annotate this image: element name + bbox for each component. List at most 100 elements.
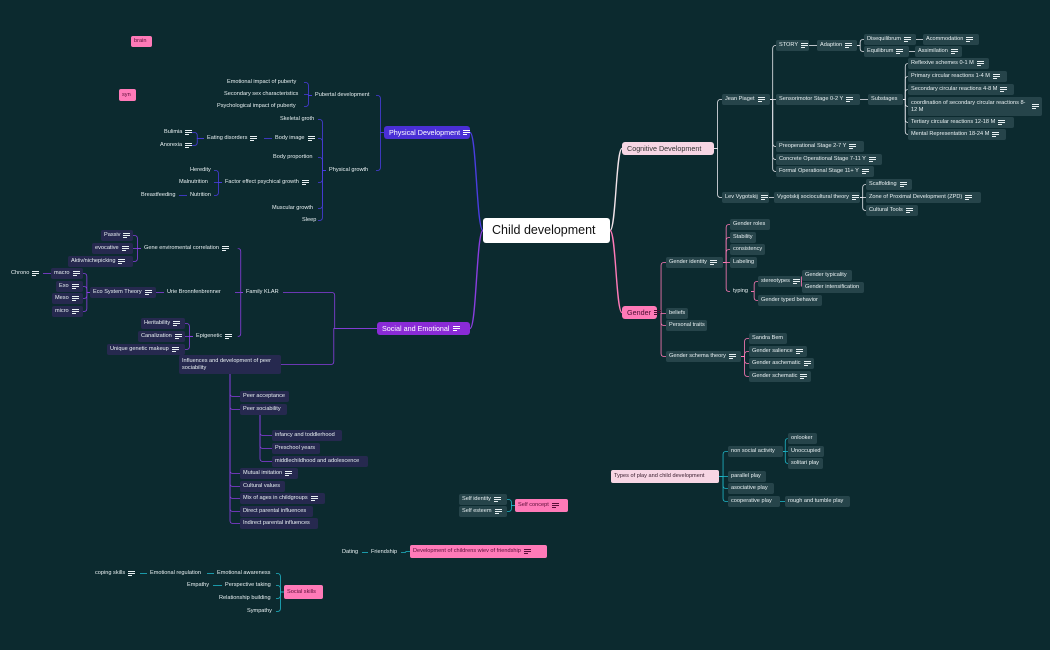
- node-unoccup[interactable]: Unoccupied: [788, 446, 824, 457]
- node-beliefs[interactable]: beliefs: [666, 308, 688, 319]
- node-phgrowth[interactable]: Physical growth: [326, 165, 376, 176]
- node-formal[interactable]: Formal Operational Stage 11+ Y: [776, 166, 874, 177]
- node-zpd[interactable]: Zone of Proximal Development (ZPD): [866, 192, 981, 203]
- node-urie[interactable]: Urie Bronnfenbrenner: [164, 287, 235, 298]
- node-mental[interactable]: Mental Representation 18-24 M: [908, 129, 1006, 140]
- node-solitari[interactable]: solitari play: [788, 458, 823, 469]
- node-cultural[interactable]: Cultural values: [240, 481, 285, 492]
- node-genschema[interactable]: Gender schema theory: [666, 351, 741, 362]
- node-herit[interactable]: Heritability: [141, 318, 185, 329]
- node-syn[interactable]: syn: [119, 89, 136, 101]
- node-puber[interactable]: Pubertal development: [312, 90, 376, 101]
- node-exo[interactable]: Exo: [56, 281, 83, 292]
- node-perstraits[interactable]: Personal traits: [666, 320, 707, 331]
- node-geneenv[interactable]: Gene enviromental correlation: [141, 243, 238, 254]
- node-ecosys[interactable]: Eco System Theory: [90, 287, 156, 298]
- node-emoaware[interactable]: Emotional awareness: [214, 568, 276, 579]
- node-gsalience[interactable]: Gender salience: [749, 346, 807, 357]
- node-emoreg[interactable]: Emotional regulation: [147, 568, 207, 579]
- node-sec-sex[interactable]: Secondary sex characteristics: [221, 89, 304, 100]
- node-skel[interactable]: Skeletal groth: [277, 114, 318, 125]
- node-tertiary[interactable]: Tertiary circular reactions 12-18 M: [908, 117, 1014, 128]
- node-brain[interactable]: brain: [131, 36, 152, 47]
- node-substages[interactable]: Substages: [868, 94, 903, 105]
- node-aktiv[interactable]: Aktiv/nichepicking: [68, 256, 133, 267]
- node-peersoc[interactable]: Peer sociability: [240, 404, 287, 415]
- node-diseq[interactable]: Disequilibrum: [864, 34, 916, 45]
- node-genident[interactable]: Gender identity: [666, 257, 723, 268]
- node-gtypic[interactable]: Gender typicality: [802, 270, 852, 281]
- node-piaget[interactable]: Jean Piaget: [722, 94, 770, 105]
- node-scaff[interactable]: Scaffolding: [866, 179, 912, 190]
- node-coop[interactable]: cooperative play: [728, 496, 780, 507]
- node-assoc[interactable]: asociative play: [728, 483, 774, 494]
- node-muscular[interactable]: Muscular growth: [269, 203, 318, 214]
- node-sandra[interactable]: Sandra Bem: [749, 333, 787, 344]
- node-gschem[interactable]: Gender schematic: [749, 371, 811, 382]
- node-evocative[interactable]: evocative: [92, 243, 133, 254]
- node-vygtheory[interactable]: Vygotskij sociocultural theory: [774, 192, 860, 203]
- node-gtyped[interactable]: Gender typed behavior: [758, 295, 822, 306]
- node-peeracc[interactable]: Peer acceptance: [240, 391, 289, 402]
- node-presch[interactable]: Preschool years: [272, 443, 320, 454]
- node-onlooker[interactable]: onlooker: [788, 433, 817, 444]
- node-friend[interactable]: Friendship: [368, 547, 401, 558]
- node-sympathy[interactable]: Sympathy: [244, 606, 276, 617]
- node-social[interactable]: Social and Emotional: [377, 322, 470, 335]
- node-micro[interactable]: micro: [52, 306, 83, 317]
- node-directp[interactable]: Direct parental influences: [240, 506, 313, 517]
- node-equil[interactable]: Equilibrum: [864, 46, 909, 57]
- node-cognitive[interactable]: Cognitive Development: [622, 142, 714, 155]
- node-reflex[interactable]: Reflexive schemes 0-1 M: [908, 58, 989, 69]
- node-genroles[interactable]: Gender roles: [730, 219, 770, 230]
- node-coping[interactable]: coping skills: [92, 568, 140, 579]
- node-uniq[interactable]: Unique genetic makeup: [107, 344, 185, 355]
- node-heredity[interactable]: Heredity: [187, 165, 214, 176]
- node-gintens[interactable]: Gender intensification: [802, 282, 864, 293]
- node-secondary[interactable]: Secondary circular reactions 4-8 M: [908, 84, 1014, 95]
- node-labeling[interactable]: Labeling: [730, 257, 757, 268]
- node-play[interactable]: Types of play and child development: [611, 470, 719, 483]
- node-macro[interactable]: macro: [51, 268, 83, 279]
- node-vygotsky[interactable]: Lev Vygotskij: [722, 192, 769, 203]
- node-primary[interactable]: Primary circular reactions 1-4 M: [908, 71, 1007, 82]
- node-stability[interactable]: Stability: [730, 232, 756, 243]
- node-accom[interactable]: Acommodation: [923, 34, 979, 45]
- node-epigen[interactable]: Epigenetic: [193, 331, 238, 342]
- node-infl[interactable]: Influences and development of peer socia…: [179, 355, 281, 374]
- node-breastf[interactable]: Breastfeeding: [138, 190, 179, 201]
- node-canal[interactable]: Canalization: [138, 331, 185, 342]
- node-concrete[interactable]: Concrete Operational Stage 7-11 Y: [776, 154, 882, 165]
- node-meso[interactable]: Meso: [52, 293, 83, 304]
- node-root[interactable]: Child development: [483, 218, 610, 243]
- node-bodyimg[interactable]: Body image: [272, 133, 318, 144]
- node-adaption[interactable]: Adaption: [817, 40, 857, 51]
- node-indirectp[interactable]: Indirect parental influences: [240, 518, 318, 529]
- node-nutrition[interactable]: Nutrition: [187, 190, 214, 201]
- node-story[interactable]: STORY: [776, 40, 809, 51]
- node-relbuild[interactable]: Relationship building: [216, 593, 276, 604]
- node-typing[interactable]: typing: [730, 286, 751, 297]
- node-emo-pub[interactable]: Emotional impact of puberty: [224, 77, 304, 88]
- node-preop[interactable]: Preoperational Stage 2-7 Y: [776, 141, 864, 152]
- node-cultools[interactable]: Cultural Tools: [866, 205, 918, 216]
- node-parallel[interactable]: parallel play: [728, 471, 766, 482]
- node-selfconcept[interactable]: Self concept: [515, 499, 568, 512]
- node-socskills[interactable]: Social skills: [284, 585, 323, 599]
- node-selfident[interactable]: Self identity: [459, 494, 507, 505]
- node-gender[interactable]: Gender: [622, 306, 661, 319]
- node-infancy[interactable]: infancy and toddlerhood: [272, 430, 342, 441]
- node-chrono[interactable]: Chrono: [8, 268, 43, 279]
- node-assim[interactable]: Assimilation: [915, 46, 962, 57]
- node-perspect[interactable]: Perspective taking: [222, 580, 276, 591]
- node-sleep[interactable]: Sleep: [299, 215, 318, 226]
- node-middle[interactable]: middlechildhood and adolescence: [272, 456, 368, 467]
- node-sensor[interactable]: Sensorimotor Stage 0-2 Y: [776, 94, 860, 105]
- node-selfesteem[interactable]: Self esteem: [459, 506, 507, 517]
- node-coord[interactable]: coordination of secondary circular react…: [908, 97, 1042, 116]
- node-psy-pub[interactable]: Psychological impact of puberty: [214, 101, 304, 112]
- node-gaschem[interactable]: Gender aschematic: [749, 358, 814, 369]
- node-friendship[interactable]: Development of childrens wiev of friends…: [410, 545, 547, 558]
- node-phys[interactable]: Physical Development: [384, 126, 471, 139]
- node-mixages[interactable]: Mix of ages in childgroups: [240, 493, 325, 504]
